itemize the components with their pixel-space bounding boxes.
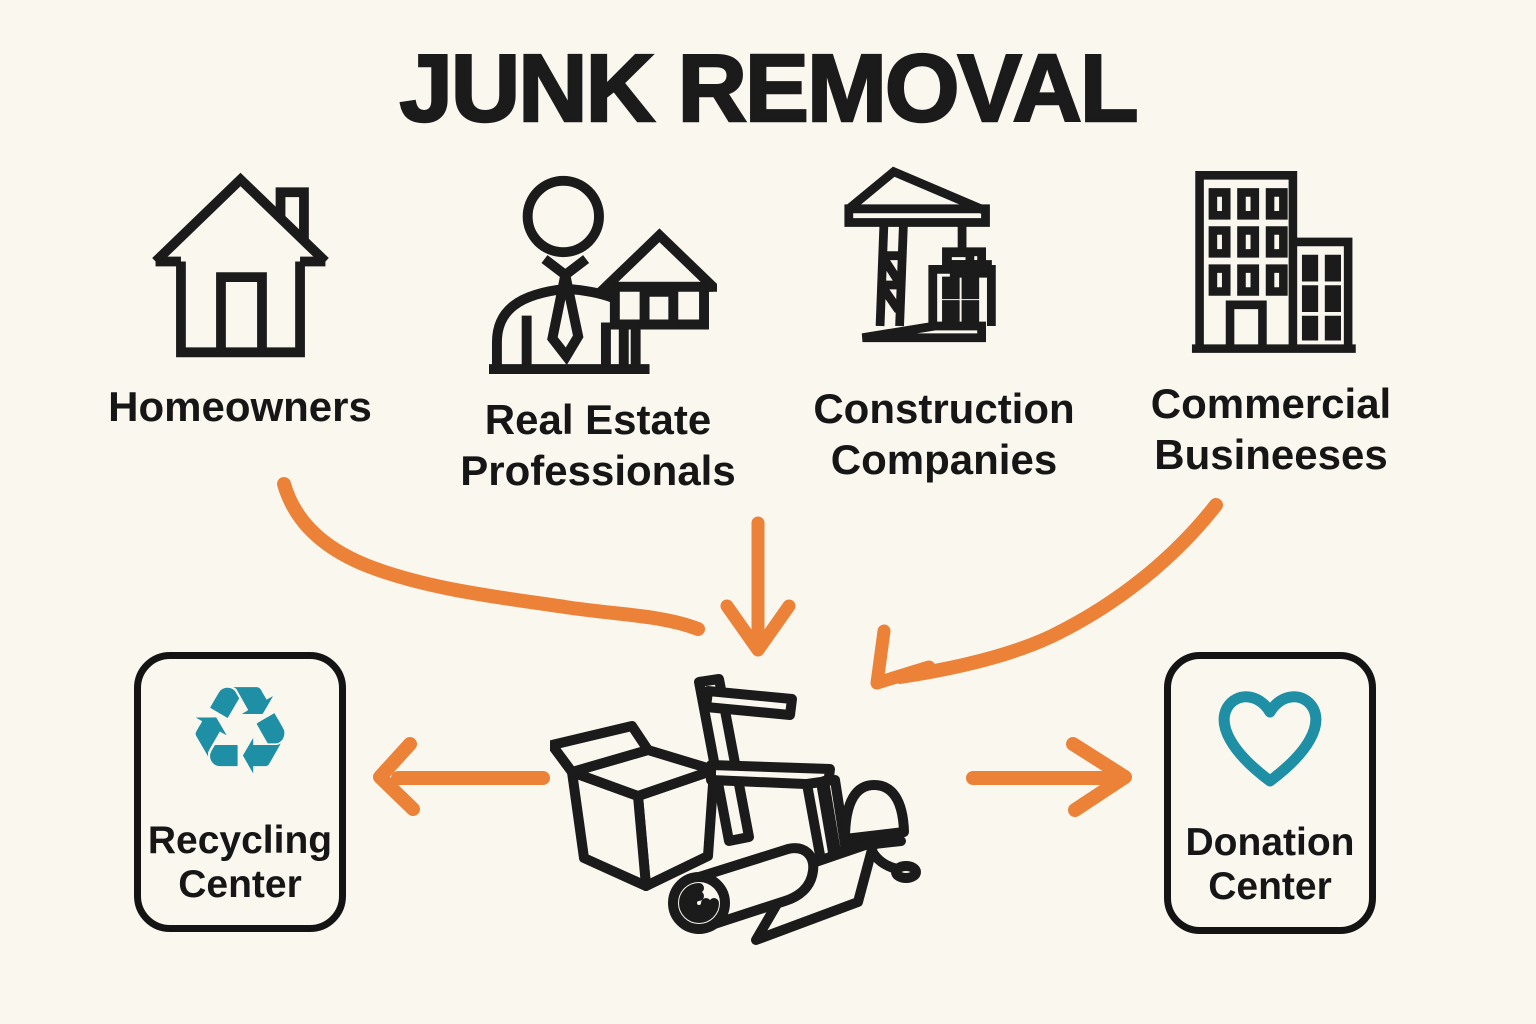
realtor-icon [489, 175, 717, 375]
cardboard-box [550, 721, 719, 891]
crane-icon [843, 166, 996, 343]
source-column-construction: Construction Companies [774, 160, 1114, 485]
page-title: JUNK REMOVAL [398, 34, 1139, 144]
destination-label-line1: Donation [1185, 820, 1355, 864]
house-icon [151, 172, 329, 358]
source-label-line1: Commercial [1150, 380, 1392, 427]
junk-pile-icon [550, 674, 921, 945]
rolled-rug [668, 837, 879, 945]
arrow-commercial-to-junk-head [870, 624, 936, 690]
source-column-commercial: Commercial Busineeses [1101, 160, 1441, 480]
source-label-line1: Construction [813, 385, 1075, 432]
destination-box-donation: Donation Center [1164, 652, 1376, 934]
source-column-real-estate: Real Estate Professionals [428, 160, 768, 496]
source-label-line1: Real Estate [484, 396, 712, 443]
source-label: Construction Companies [813, 383, 1074, 485]
source-label: Commercial Busineeses [1151, 378, 1391, 480]
source-label-line2: Companies [830, 436, 1058, 484]
source-label-line2: Busineeses [1154, 431, 1388, 479]
destination-label-line1: Recycling [147, 818, 333, 862]
source-label-line2: Professionals [460, 447, 736, 495]
source-label-line1: Homeowners [108, 383, 372, 430]
arrow-commercial-to-junk [893, 498, 1223, 684]
destination-label: Recycling Center [148, 819, 332, 907]
source-label: Real Estate Professionals [460, 394, 735, 496]
chair [694, 674, 851, 871]
destination-label-line2: Center [178, 862, 302, 906]
source-column-homeowners: Homeowners [70, 160, 410, 432]
source-label: Homeowners [108, 381, 372, 432]
arrow-homeowners-to-junk [277, 477, 705, 636]
arrow-junk-to-donation-head [1066, 737, 1132, 817]
destination-label: Donation Center [1186, 821, 1355, 909]
arrow-junk-to-recycling-head [373, 737, 420, 816]
destination-label-line2: Center [1208, 864, 1332, 908]
arrow-down-to-junk-head [720, 599, 796, 657]
office-buildings-icon [1191, 171, 1356, 353]
recycling-icon: ♻ [185, 660, 295, 802]
heart-icon [1210, 681, 1330, 798]
destination-box-recycling: ♻ Recycling Center [134, 652, 346, 932]
